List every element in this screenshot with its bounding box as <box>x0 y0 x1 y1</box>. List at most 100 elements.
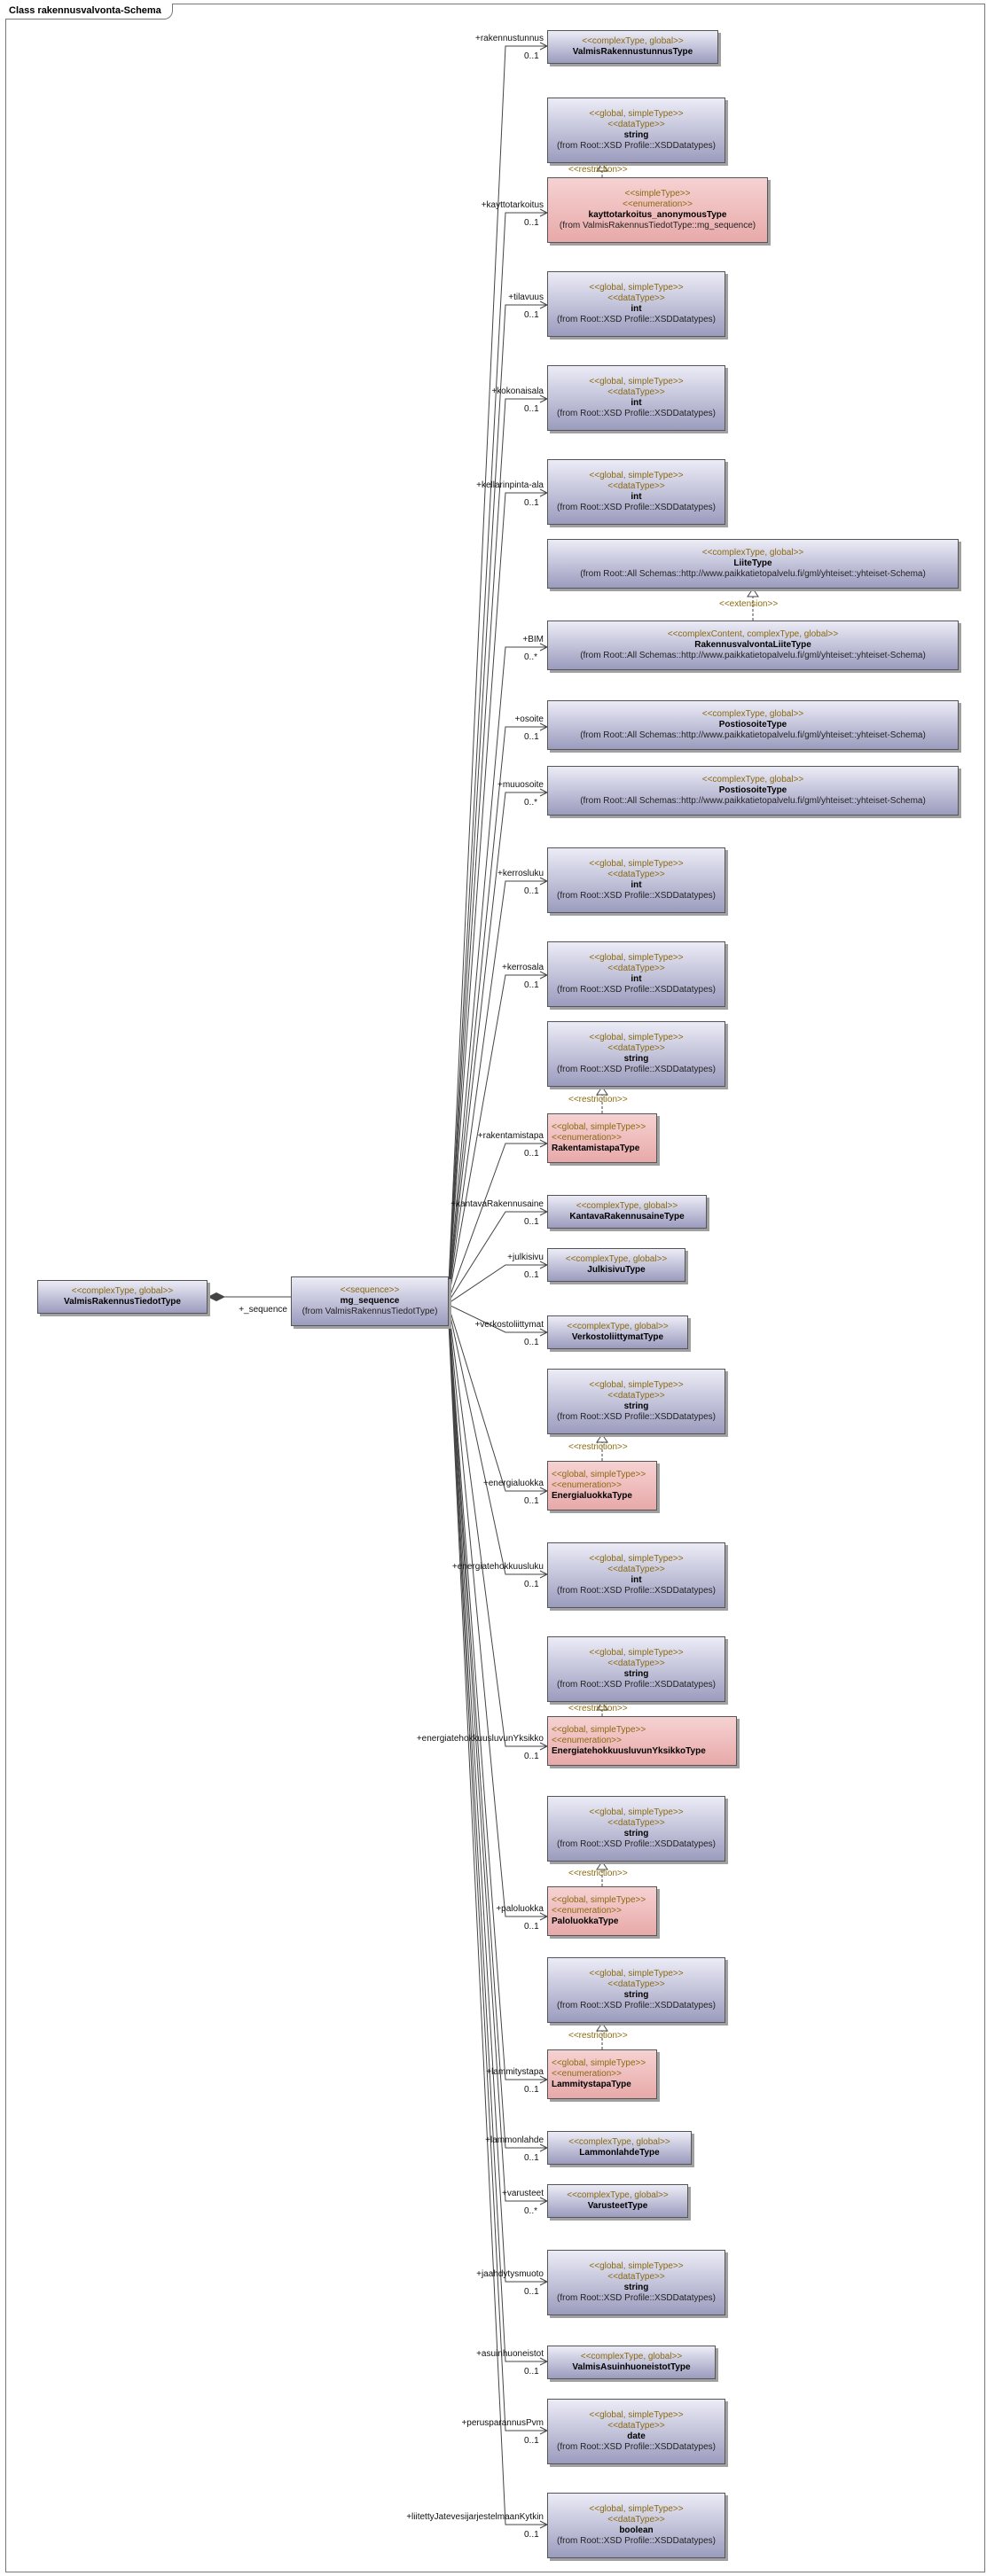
type-name: string <box>623 1054 649 1064</box>
type-name: boolean <box>619 2525 654 2535</box>
valmis-rakennus-tiedot-type-class[interactable]: <<complexType, global>> ValmisRakennusTi… <box>37 1280 208 1314</box>
stereotype: <<complexType, global>> <box>576 1201 678 1211</box>
type-box-int[interactable]: <<global, simpleType>><<dataType>>int(fr… <box>547 459 725 525</box>
generalization-arrowhead <box>747 588 759 597</box>
type-box-string[interactable]: <<global, simpleType>><<dataType>>string… <box>547 1796 725 1862</box>
type-box-energiatehokkuusluvunyksikkotype[interactable]: <<global, simpleType>><<enumeration>>Ene… <box>547 1716 737 1766</box>
association-role-label: +muuosoite <box>497 780 544 790</box>
association-role-label: +liitettyJatevesijarjestelmaanKytkin <box>406 2512 544 2522</box>
type-box-int[interactable]: <<global, simpleType>><<dataType>>int(fr… <box>547 271 725 337</box>
stereotype: <<dataType>> <box>607 2272 665 2282</box>
stereotype: <<enumeration>> <box>552 2069 622 2079</box>
stereotype: <<dataType>> <box>607 1979 665 1989</box>
stereotype: <<enumeration>> <box>552 1736 622 1745</box>
type-name: string <box>623 1829 649 1838</box>
type-box-int[interactable]: <<global, simpleType>><<dataType>>int(fr… <box>547 365 725 431</box>
association-role-label: +verkostoliittymat <box>474 1320 544 1330</box>
type-box-postiosoitetype[interactable]: <<complexType, global>>PostiosoiteType(f… <box>547 700 959 750</box>
association-multiplicity: 0..1 <box>524 51 539 61</box>
type-name: VerkostoliittymatType <box>571 1332 664 1342</box>
type-origin: (from Root::XSD Profile::XSDDatatypes) <box>557 891 716 901</box>
class-stereotype: <<complexType, global>> <box>71 1286 174 1296</box>
stereotype: <<dataType>> <box>607 1818 665 1828</box>
type-origin: (from Root::XSD Profile::XSDDatatypes) <box>557 985 716 995</box>
type-box-int[interactable]: <<global, simpleType>><<dataType>>int(fr… <box>547 1542 725 1608</box>
type-origin: (from Root::XSD Profile::XSDDatatypes) <box>557 1065 716 1074</box>
mg-sequence-class[interactable]: <<sequence>> mg_sequence (from ValmisRak… <box>291 1276 449 1326</box>
type-origin: (from Root::All Schemas::http://www.paik… <box>580 651 926 660</box>
type-name: PaloluokkaType <box>552 1916 619 1926</box>
type-box-string[interactable]: <<global, simpleType>><<dataType>>string… <box>547 98 725 163</box>
type-name: LiiteType <box>733 558 772 568</box>
stereotype: <<complexType, global>> <box>580 2352 683 2361</box>
association-multiplicity: 0..1 <box>524 1752 539 1761</box>
restriction-label: <<restriction>> <box>568 2031 628 2041</box>
type-box-int[interactable]: <<global, simpleType>><<dataType>>int(fr… <box>547 941 725 1007</box>
type-box-lammitystapatype[interactable]: <<global, simpleType>><<enumeration>>Lam… <box>547 2049 657 2099</box>
type-box-liitetype[interactable]: <<complexType, global>>LiiteType(from Ro… <box>547 539 959 589</box>
type-box-string[interactable]: <<global, simpleType>><<dataType>>string… <box>547 1369 725 1434</box>
type-box-energialuokkatype[interactable]: <<global, simpleType>><<enumeration>>Ene… <box>547 1461 657 1510</box>
type-box-string[interactable]: <<global, simpleType>><<dataType>>string… <box>547 1021 725 1087</box>
association-multiplicity: 0..1 <box>524 1496 539 1506</box>
type-name: EnergiatehokkuusluvunYksikkoType <box>552 1746 706 1756</box>
type-box-int[interactable]: <<global, simpleType>><<dataType>>int(fr… <box>547 847 725 913</box>
type-box-rakennusvalvontaliitetype[interactable]: <<complexContent, complexType, global>>R… <box>547 621 959 670</box>
type-origin: (from Root::XSD Profile::XSDDatatypes) <box>557 1839 716 1849</box>
stereotype: <<complexType, global>> <box>701 709 804 719</box>
restriction-label: <<restriction>> <box>568 1095 628 1105</box>
association-multiplicity: 0..1 <box>524 886 539 896</box>
type-origin: (from Root::XSD Profile::XSDDatatypes) <box>557 1586 716 1596</box>
stereotype: <<enumeration>> <box>552 1906 622 1916</box>
type-box-string[interactable]: <<global, simpleType>><<dataType>>string… <box>547 1636 725 1702</box>
association-multiplicity: 0..1 <box>524 2085 539 2095</box>
association-role-label: +osoite <box>514 714 544 724</box>
association-role-label: +tilavuus <box>508 293 544 302</box>
association-multiplicity: 0..* <box>524 2206 538 2216</box>
type-name: string <box>623 1401 649 1411</box>
type-box-verkostoliittymattype[interactable]: <<complexType, global>>Verkostoliittymat… <box>547 1315 688 1349</box>
association-line <box>448 1322 547 2432</box>
type-name: VarusteetType <box>587 2201 648 2211</box>
type-name: JulkisivuType <box>587 1265 646 1275</box>
class-name: ValmisRakennusTiedotType <box>64 1297 181 1307</box>
class-stereotype: <<sequence>> <box>340 1285 400 1295</box>
type-origin: (from Root::All Schemas::http://www.paik… <box>580 569 926 579</box>
stereotype: <<dataType>> <box>607 1565 665 1574</box>
type-box-kantavarakennusainetype[interactable]: <<complexType, global>>KantavaRakennusai… <box>547 1195 707 1229</box>
type-box-boolean[interactable]: <<global, simpleType>><<dataType>>boolea… <box>547 2493 725 2558</box>
type-box-valmisrakennustunnustype[interactable]: <<complexType, global>>ValmisRakennustun… <box>547 30 718 64</box>
type-name: string <box>623 2283 649 2292</box>
type-box-valmisasuinhuoneistottype[interactable]: <<complexType, global>>ValmisAsuinhuonei… <box>547 2346 716 2379</box>
stereotype: <<simpleType>> <box>624 189 691 199</box>
type-box-varusteettype[interactable]: <<complexType, global>>VarusteetType <box>547 2184 688 2218</box>
type-box-lammonlahdetype[interactable]: <<complexType, global>>LammonlahdeType <box>547 2131 692 2165</box>
type-box-paloluokkatype[interactable]: <<global, simpleType>><<enumeration>>Pal… <box>547 1886 657 1936</box>
type-box-postiosoitetype[interactable]: <<complexType, global>>PostiosoiteType(f… <box>547 766 959 816</box>
stereotype: <<dataType>> <box>607 870 665 879</box>
stereotype: <<enumeration>> <box>623 199 693 209</box>
stereotype: <<global, simpleType>> <box>552 2058 646 2068</box>
association-line <box>448 1311 547 1917</box>
type-box-date[interactable]: <<global, simpleType>><<dataType>>date(f… <box>547 2399 725 2464</box>
type-box-julkisivutype[interactable]: <<complexType, global>>JulkisivuType <box>547 1248 685 1282</box>
stereotype: <<complexType, global>> <box>582 36 684 46</box>
type-name: int <box>631 492 642 502</box>
association-line <box>448 1320 547 2362</box>
type-box-rakentamistapatype[interactable]: <<global, simpleType>><<enumeration>>Rak… <box>547 1113 657 1163</box>
association-line <box>448 1315 547 2149</box>
association-multiplicity: 0..* <box>524 652 538 662</box>
association-role-label: +jaahdytysmuoto <box>476 2269 544 2279</box>
type-origin: (from Root::XSD Profile::XSDDatatypes) <box>557 141 716 151</box>
type-box-string[interactable]: <<global, simpleType>><<dataType>>string… <box>547 1957 725 2023</box>
type-name: int <box>631 880 642 890</box>
type-box-kayttotarkoitus_anonymoustype[interactable]: <<simpleType>><<enumeration>>kayttotarko… <box>547 177 768 243</box>
association-line <box>448 1309 547 1747</box>
association-multiplicity: 0..1 <box>524 1270 539 1280</box>
stereotype: <<dataType>> <box>607 1391 665 1401</box>
type-box-string[interactable]: <<global, simpleType>><<dataType>>string… <box>547 2250 725 2315</box>
type-name: int <box>631 1575 642 1585</box>
association-role-label: +rakennustunnus <box>474 34 544 43</box>
association-multiplicity: 0..1 <box>524 2530 539 2540</box>
